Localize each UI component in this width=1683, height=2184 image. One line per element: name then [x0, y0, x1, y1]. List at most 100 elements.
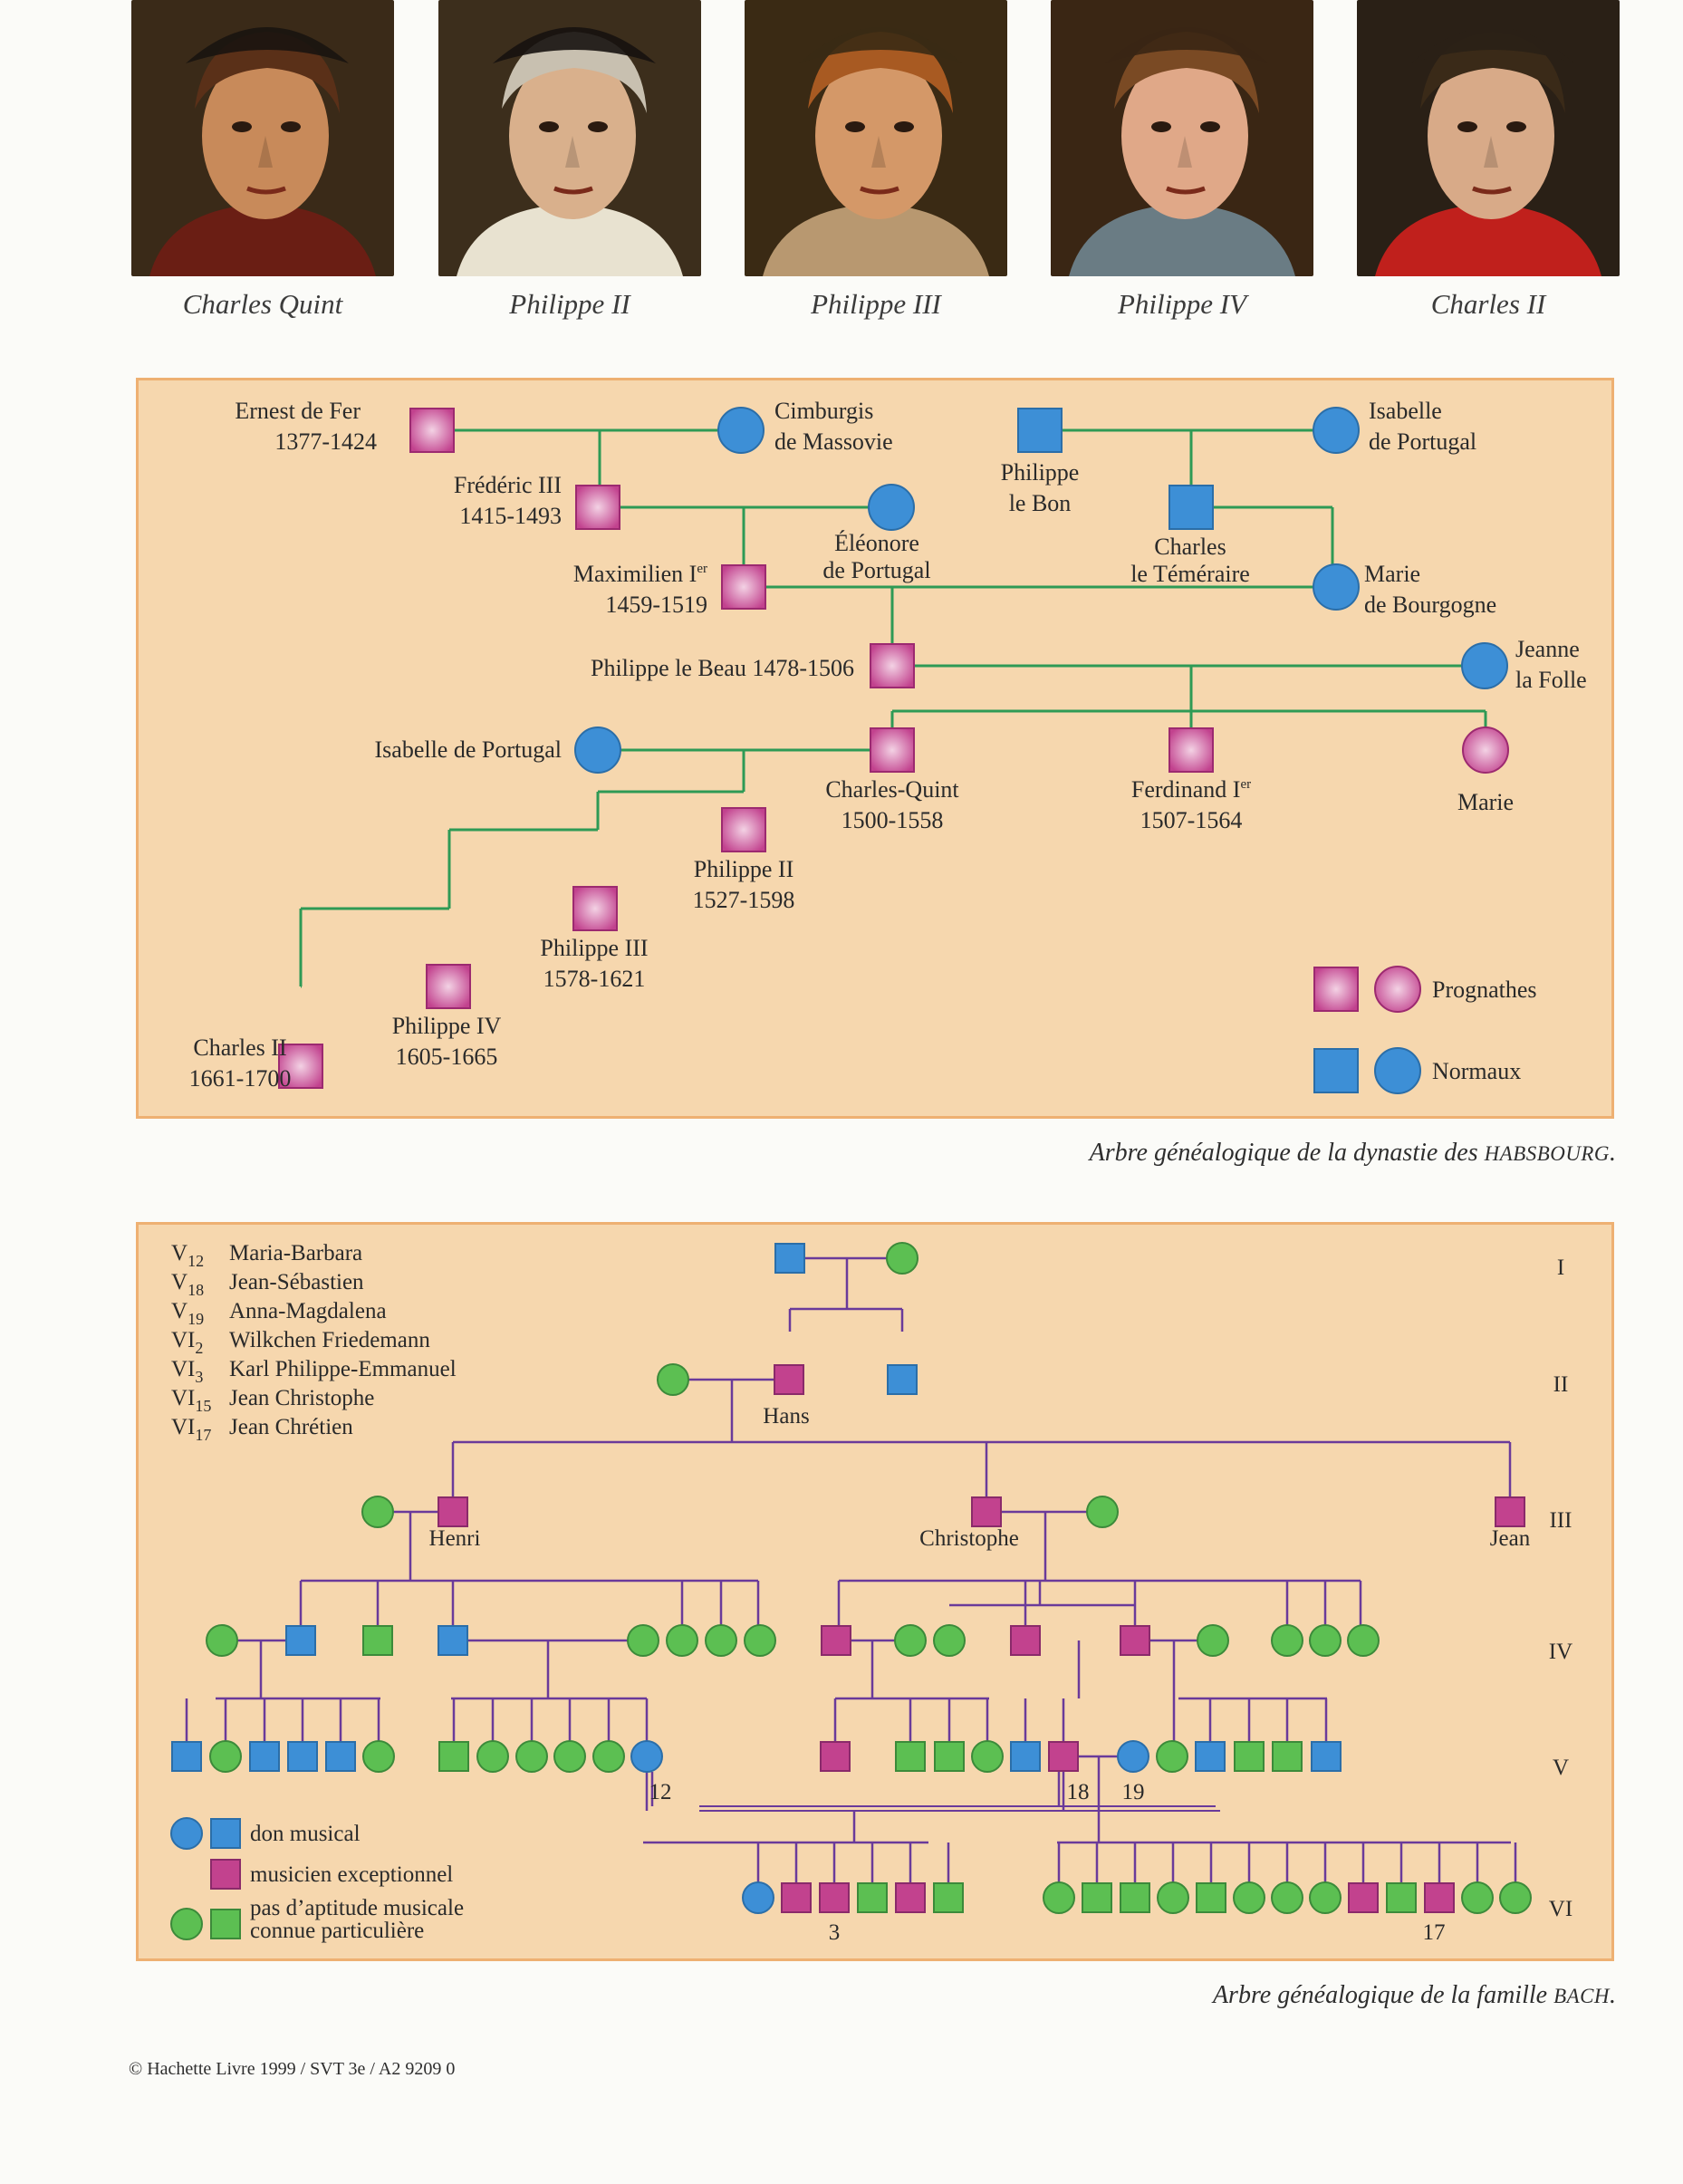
label-number-17: 17: [1423, 1920, 1446, 1945]
label-christophe: Christophe: [919, 1526, 1019, 1551]
node-vi-b9: [1348, 1882, 1379, 1913]
label-ernest-years: 1377-1424: [274, 428, 377, 455]
label-de-portugal-1: de Portugal: [1369, 428, 1476, 455]
label-la-folle: la Folle: [1515, 667, 1587, 693]
label-ernest-de-fer: Ernest de Fer: [235, 398, 361, 424]
generation-label-V: V: [1553, 1756, 1569, 1780]
generation-label-II: II: [1553, 1372, 1569, 1397]
label-de-massovie: de Massovie: [774, 428, 893, 455]
node-iv-15: [1271, 1624, 1303, 1657]
portrait-2: [438, 0, 701, 276]
label-marie-b: Marie: [1364, 561, 1420, 587]
node-philippe-3: [572, 886, 618, 931]
label-charles-quint: Charles-Quint: [825, 776, 959, 803]
node-vi-a4: [857, 1882, 888, 1913]
node-iv-17: [1347, 1624, 1380, 1657]
label-charles-quint-years: 1500-1558: [842, 807, 944, 833]
node-philippe-2: [721, 807, 766, 852]
node-iv-1: [206, 1624, 238, 1657]
label-ferdinand: Ferdinand Ier: [1131, 776, 1251, 803]
node-i-mother: [886, 1242, 918, 1275]
label-hans: Hans: [763, 1404, 809, 1429]
node-legend-normaux-square: [1313, 1048, 1359, 1093]
node-vi-a6: [933, 1882, 964, 1913]
node-vi-b12: [1461, 1881, 1494, 1914]
node-vi-b10: [1386, 1882, 1417, 1913]
node-iii-christophe: [971, 1496, 1002, 1527]
node-vi-b4: [1157, 1881, 1189, 1914]
node-vi-b3: [1120, 1882, 1150, 1913]
node-vi-a3: [819, 1882, 850, 1913]
label-philippe-le-bon-2: le Bon: [1009, 490, 1072, 516]
node-v-6: [362, 1740, 395, 1773]
node-ii-wife: [657, 1363, 689, 1396]
node-philippe-le-bon: [1017, 408, 1063, 453]
legend-normaux-label: Normaux: [1432, 1058, 1521, 1084]
node-vi-b2: [1082, 1882, 1112, 1913]
generation-label-VI: VI: [1549, 1897, 1572, 1921]
portrait-caption-1: Charles Quint: [182, 288, 343, 320]
node-iv-2: [285, 1625, 316, 1656]
legend-none-label-2: connue particulière: [250, 1919, 424, 1943]
label-philippe-4-years: 1605-1665: [396, 1044, 498, 1070]
node-v-16: [971, 1740, 1004, 1773]
node-v-24: [1311, 1741, 1342, 1772]
node-v-9: [515, 1740, 548, 1773]
portrait-1: [131, 0, 394, 276]
label-philippe-3-years: 1578-1621: [543, 966, 646, 992]
node-i-father: [774, 1243, 805, 1274]
legend-gifted-circle: [170, 1817, 203, 1850]
node-iv-9: [821, 1625, 851, 1656]
portrait-3: [745, 0, 1007, 276]
label-henri: Henri: [429, 1526, 481, 1551]
label-philippe-2-years: 1527-1598: [693, 887, 795, 913]
node-iv-11: [933, 1624, 966, 1657]
node-v-7: [438, 1741, 469, 1772]
legend-exceptional-square: [210, 1859, 241, 1890]
label-philippe-le-bon-1: Philippe: [1001, 459, 1080, 486]
label-de-portugal-2: de Portugal: [822, 557, 930, 583]
legend-none-label-1: pas d’aptitude musicale: [250, 1896, 464, 1920]
legend-gifted-square: [210, 1818, 241, 1849]
node-isabelle-2: [574, 726, 621, 774]
label-charles-temeraire-1: Charles: [1154, 534, 1226, 560]
node-v-21: [1195, 1741, 1226, 1772]
node-v-11: [592, 1740, 625, 1773]
node-v-18: [1048, 1741, 1079, 1772]
node-cimburgis: [717, 407, 765, 454]
legend-none-circle: [170, 1908, 203, 1940]
node-vi-b6: [1233, 1881, 1265, 1914]
node-isabelle-1: [1313, 407, 1360, 454]
label-number-19: 19: [1122, 1780, 1145, 1804]
node-iv-12: [1010, 1625, 1041, 1656]
label-de-bourgogne: de Bourgogne: [1364, 592, 1496, 618]
label-isabelle-1: Isabelle: [1369, 398, 1442, 424]
node-vi-b5: [1196, 1882, 1226, 1913]
portrait-caption-5: Charles II: [1430, 288, 1546, 320]
node-marie: [1462, 726, 1509, 774]
node-v-4: [287, 1741, 318, 1772]
legend-none-square: [210, 1909, 241, 1939]
node-iv-16: [1309, 1624, 1342, 1657]
habsbourg-caption: Arbre généalogique de la dynastie des HA…: [1089, 1139, 1616, 1167]
label-jean: Jean: [1490, 1526, 1531, 1551]
legend-gifted-label: don musical: [250, 1822, 361, 1846]
node-iv-4: [438, 1625, 468, 1656]
copyright: © Hachette Livre 1999 / SVT 3e / A2 9209…: [129, 2059, 456, 2079]
generation-label-III: III: [1550, 1508, 1572, 1533]
label-eleonore: Éléonore: [834, 530, 919, 556]
portrait-5: [1357, 0, 1620, 276]
node-vi-b7: [1271, 1881, 1303, 1914]
label-charles-2-years: 1661-1700: [189, 1065, 292, 1092]
node-iii-christophe-wife: [1086, 1496, 1119, 1528]
node-maximilien: [721, 564, 766, 610]
label-isabelle-2: Isabelle de Portugal: [375, 736, 563, 763]
label-frederic-years: 1415-1493: [459, 503, 562, 529]
node-iv-3: [362, 1625, 393, 1656]
node-charles-quint: [870, 727, 915, 773]
node-iii-henri-wife: [361, 1496, 394, 1528]
